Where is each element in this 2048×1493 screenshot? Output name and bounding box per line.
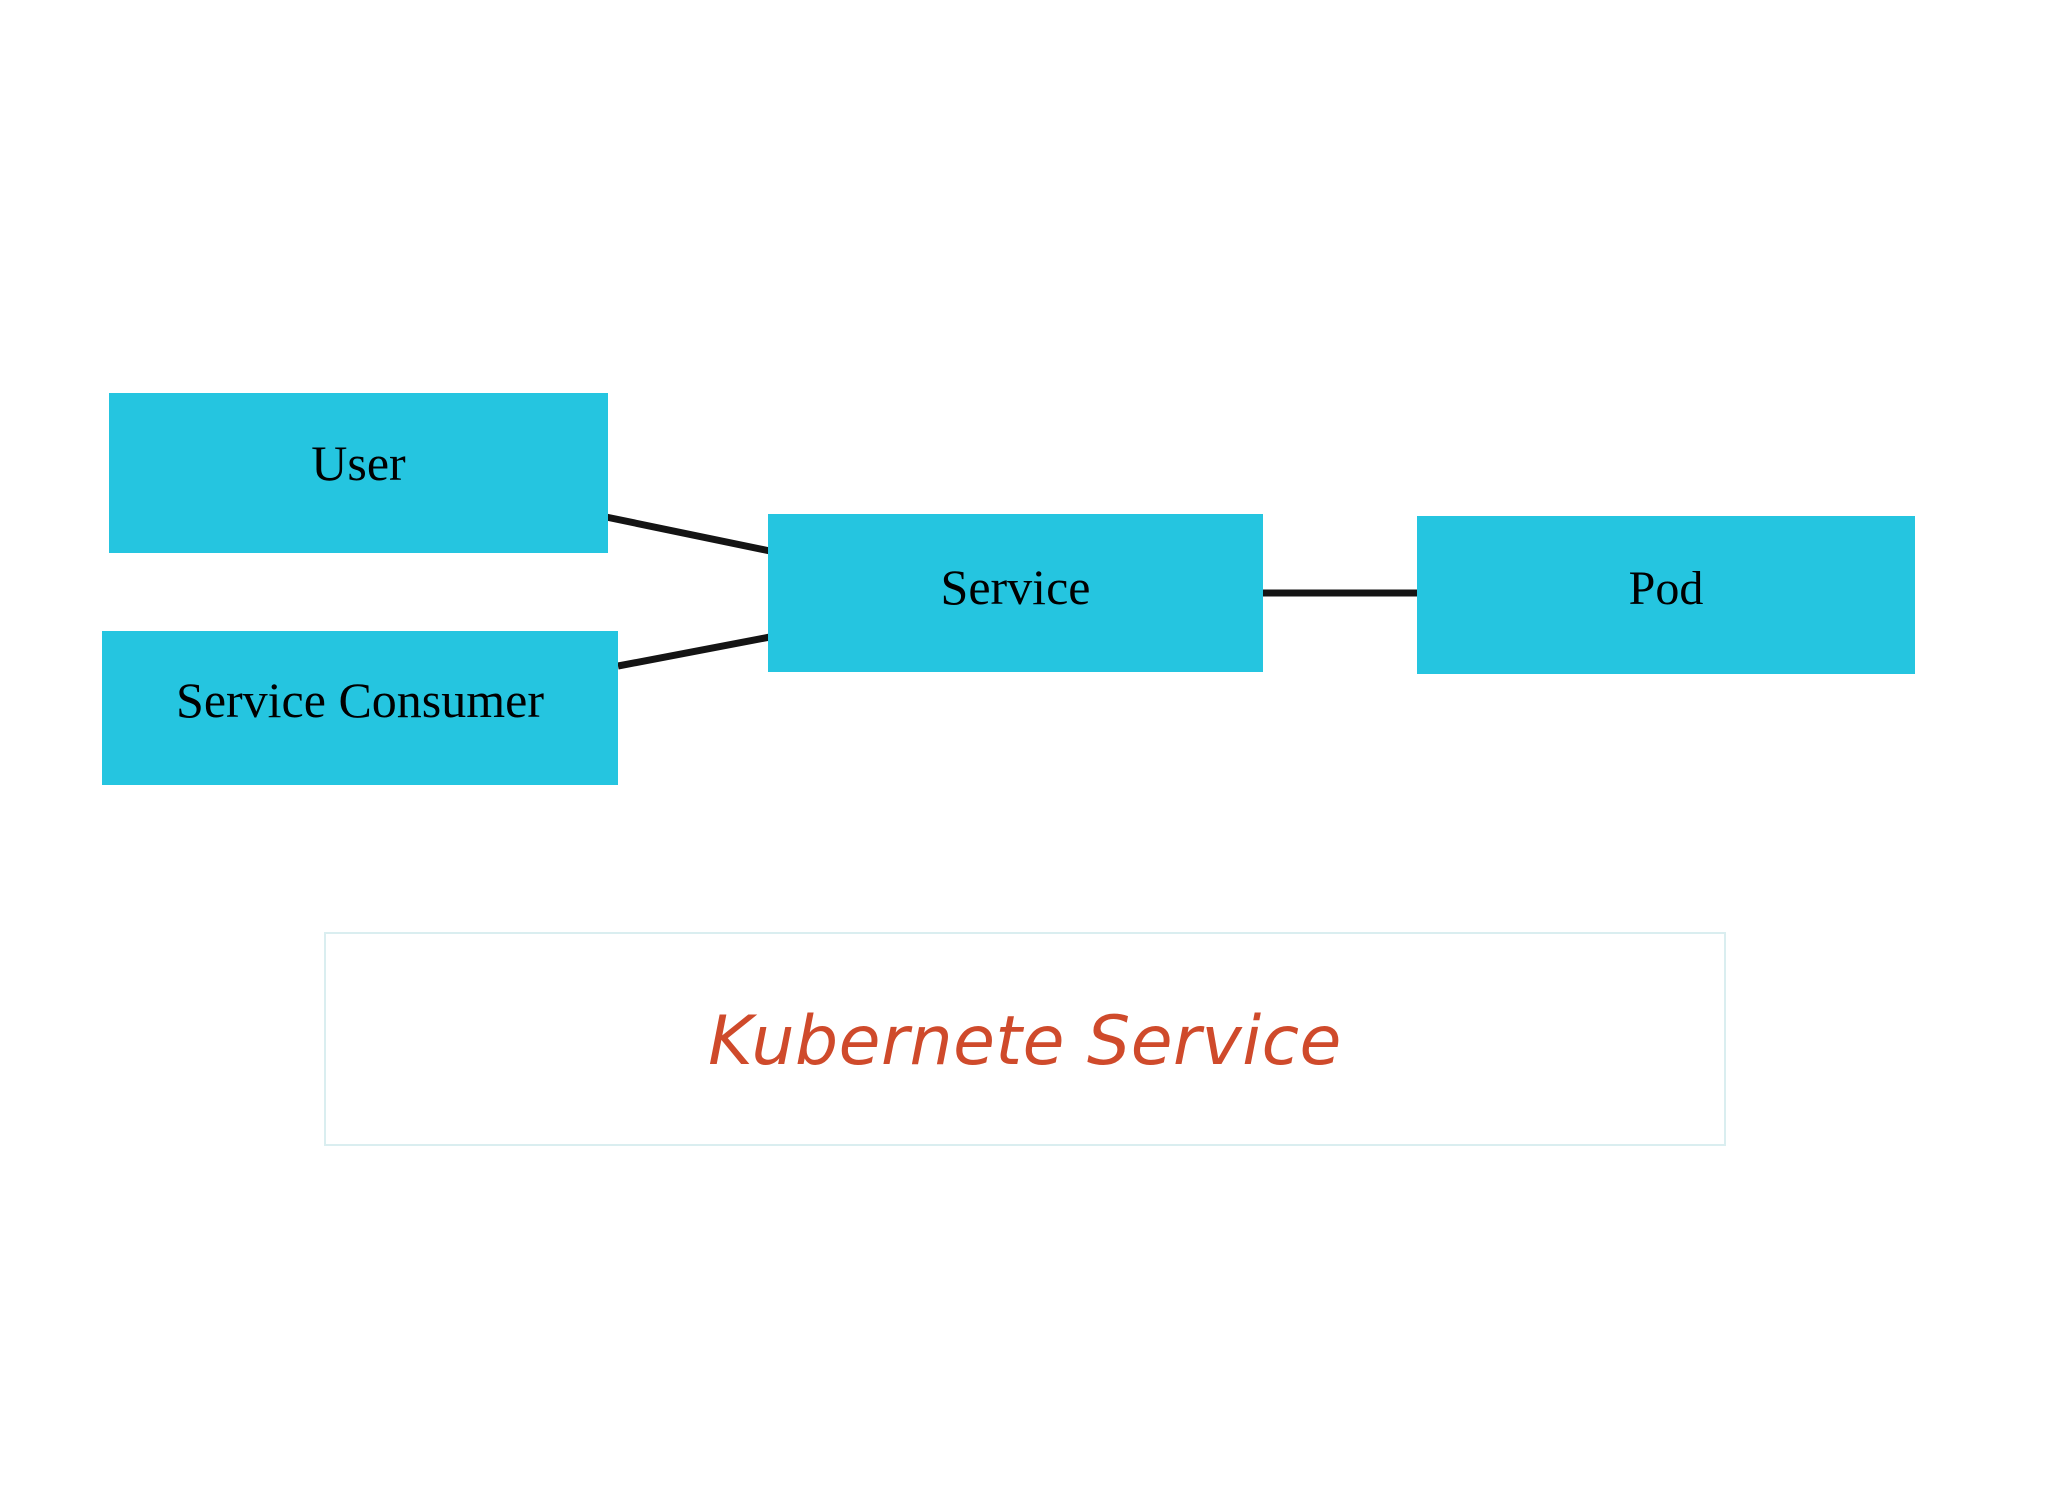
connector-user-to-service (605, 513, 771, 555)
node-pod[interactable]: Pod (1417, 516, 1915, 674)
node-service[interactable]: Service (768, 514, 1263, 672)
node-service-label: Service (940, 559, 1091, 615)
node-user[interactable]: User (109, 393, 608, 553)
node-service-consumer-label: Service Consumer (176, 672, 544, 728)
node-pod-label: Pod (1628, 562, 1704, 615)
connector-service-consumer-to-service (617, 633, 771, 670)
caption-panel: Kubernete Service (324, 932, 1726, 1146)
node-user-label: User (311, 435, 406, 491)
node-service-consumer[interactable]: Service Consumer (102, 631, 618, 785)
caption-title: Kubernete Service (708, 1001, 1342, 1081)
